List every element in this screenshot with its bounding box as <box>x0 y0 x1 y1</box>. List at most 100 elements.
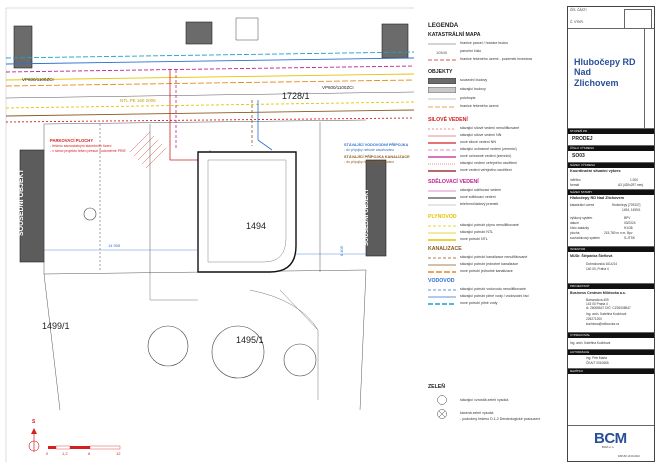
legend-row: stávající vedení veřejného osvětlení <box>428 161 518 165</box>
tb-meritko-label: měřítko <box>570 178 581 182</box>
main-building <box>197 151 297 273</box>
legend-row: stávající potrubí vodovodu nenulifikovan… <box>428 287 526 291</box>
tb-investor-header: INVESTOR <box>568 247 654 252</box>
legend-row: stávající budovy <box>428 87 568 93</box>
bcm-logo-text: BCM <box>594 430 627 447</box>
tb-investor-cell: MUDr. Štěpánka Šteflová Dobrošovská 1614… <box>568 252 654 284</box>
legend-section-sdelovaci: SDĚLOVACÍ VEDENÍ <box>428 179 479 185</box>
legend-row: stávající silové vedení nenulifikované <box>428 126 520 130</box>
legend-row: stávající potrubí plynu nenulifikované <box>428 223 519 227</box>
sewer-connection-note: STÁVAJÍCÍ PŘÍPOJKA KANALIZACE <box>344 155 410 159</box>
title-block: ČÍS. ČÁSTI Č. VÝKR. Hlubočepy RD Nad Zli… <box>567 6 655 462</box>
legend-row: kácená zeleň vysoká <box>428 409 568 419</box>
parking-note-sub1: - řešeno samostatným stavebním řízení <box>50 144 112 148</box>
legend-row: stávající ochranné vedení (zemnicí) <box>428 147 517 151</box>
label-vp600-right: VP600/1100ZCI <box>322 85 354 90</box>
legend-row: nové ochranné vedení (zemnicí) <box>428 154 512 158</box>
parcel-number-1499: 1499/1 <box>42 321 70 331</box>
tb-plocha-value: 215,780 m n.m. Bpv <box>604 231 633 235</box>
parcel-number-1494: 1494 <box>246 221 267 231</box>
water-connection-note-sub: - do přípojky nebude zasahováno <box>344 148 395 152</box>
tb-stupen-header: STUPEŇ PD <box>568 129 654 134</box>
legend-section-plynovod: PLYNOVOD <box>428 214 457 220</box>
parking-note-sub2: - v rámci projektu řešen přesun vodoměrn… <box>50 149 126 153</box>
legend-row: hranice parcel / hranice budov <box>428 41 509 45</box>
tb-autorizace-cell: Ing. Petr Maňá ČKAIT 0010665 <box>568 355 654 369</box>
parcel-number-1728: 1728/1 <box>282 91 310 101</box>
legend-section-vodovod: VODOVOD <box>428 278 455 284</box>
legend-section-kanalizace: KANALIZACE <box>428 246 462 252</box>
scale-value-2: 6 <box>88 451 91 456</box>
sewer-connection-note-sub: - do přípojky nebude zasahováno <box>344 160 395 164</box>
tree <box>283 343 317 377</box>
legend-row: hranice řešeného území <box>428 104 499 108</box>
tb-stavba: Hlubočepy RD Nad Zlichovem <box>570 196 625 200</box>
parking-note: PARKOVACÍ PLOCHY <box>50 138 94 143</box>
tree <box>83 207 97 221</box>
legend-row: telefonní/datový pramek <box>428 202 499 206</box>
project-title: Hlubočepy RD Nad Zlichovem <box>574 57 636 88</box>
legend-row: stávající potrubí NTL <box>428 230 494 234</box>
tb-razitko-header: RAZÍTKO <box>568 369 654 374</box>
tb-cislo-cell: SO03 <box>568 151 654 163</box>
north-arrow <box>28 428 40 452</box>
tb-investor: MUDr. Štěpánka Šteflová <box>570 254 613 258</box>
tb-header: ČÍS. ČÁSTI Č. VÝKR. <box>568 7 654 29</box>
tb-zakazka-label: číslo zakázky <box>570 226 589 230</box>
tb-nazev: Koordinační situační výkres <box>570 169 621 173</box>
bcm-logo-sub: BCM s.r.o. <box>602 446 615 449</box>
tb-cast-label: ČÍS. ČÁSTI <box>570 8 587 12</box>
site-plan <box>5 7 415 462</box>
tb-sour-label: souřadnicový systém <box>570 236 600 240</box>
neighbor-building-top-right <box>381 23 409 59</box>
tb-projektant-addr1: Barrandova 409 <box>586 298 609 302</box>
tb-stavba-header: NÁZEV STAVBY <box>568 190 654 195</box>
tb-stavba-cell: Hlubočepy RD Nad Zlichovem katastrální ú… <box>568 195 654 247</box>
tb-projektant-phone: 225271200 <box>586 317 602 321</box>
bcm-logo: BCM BCM s.r.o. <box>568 427 654 453</box>
tb-sour-value: S-JTSK <box>624 236 635 240</box>
tb-projektant-addr2: 143 00 Praha 4 <box>586 302 608 306</box>
tb-stupen: PRODEJ <box>572 136 593 142</box>
tb-razitko-cell <box>568 374 654 426</box>
dimension-right: 8 405 <box>339 245 344 256</box>
neighbor-building-top-mid <box>185 21 213 45</box>
neighbor-label-right: SOUSEDNÍ OBJEKT <box>364 188 370 246</box>
tb-projektant-cell: Business Centrum Milíčovka a.s. Barrando… <box>568 289 654 333</box>
legend-section-objekty: OBJEKTY <box>428 69 453 75</box>
tree <box>211 325 265 379</box>
tb-vertical-bar <box>644 29 655 129</box>
tb-projektant-addr3: ič: 26008547 DIČ: CZ26008547 <box>586 306 631 310</box>
tb-datum-label: datum <box>570 221 579 225</box>
legend-row: stávající potrubí kanalizace nenulifikov… <box>428 255 528 259</box>
tb-autorizace-num: ČKAIT 0010665 <box>586 361 609 365</box>
tb-meritko-value: 1:200 <box>630 178 638 182</box>
tb-zakazka-value: H1/38 <box>624 226 633 230</box>
tb-nazev-header: NÁZEV VÝKRESU <box>568 163 654 168</box>
tb-stupen-cell: PRODEJ <box>568 134 654 146</box>
tb-sys-value: BPV <box>624 216 631 220</box>
tb-vykres-label: Č. VÝKR. <box>570 20 584 24</box>
legend-row: polohopis <box>428 96 476 100</box>
legend-row: sousední budovy <box>428 78 568 84</box>
label-ntl: NTL PE 160 2006 <box>120 98 156 103</box>
tb-sys-label: výškový systém <box>570 216 593 220</box>
water-connection-note: STÁVAJÍCÍ VODOVODNÍ PŘÍPOJKA <box>344 143 409 147</box>
tb-datum-value: 03/2024 <box>624 221 636 225</box>
tb-box <box>624 9 652 29</box>
legend-row: stávající silové vedení NN <box>428 133 502 137</box>
north-label: S <box>32 419 36 425</box>
legend-row: hranice řešeného území - pozemek investo… <box>428 57 532 61</box>
legend-section-zelen: ZELEŇ <box>428 384 446 390</box>
tb-investor-addr2: 140 00, Praha 4 <box>586 267 609 271</box>
tb-format-label: formát <box>570 183 580 187</box>
tb-footer: DATUM: 19.03.2024 <box>618 455 640 458</box>
tree <box>147 325 189 367</box>
tb-ku-label: katastrální území <box>570 203 595 207</box>
tb-vypracoval-cell: Ing. arch. Kateřina Kuchtová <box>568 338 654 350</box>
tb-investor-addr1: Dobrošovská 1614/14 <box>586 262 618 266</box>
legend-row: stávající vzrostlá zeleň vysoká <box>428 395 568 405</box>
legend-row: nové sdělovací vedení <box>428 195 496 199</box>
